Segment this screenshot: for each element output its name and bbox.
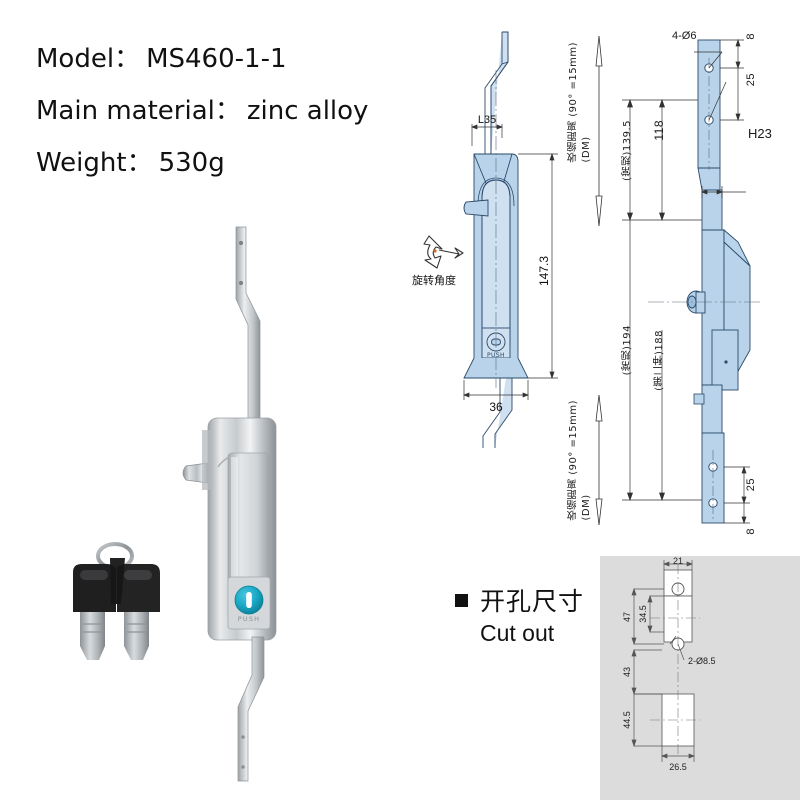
- hole-callout-leader: [694, 51, 727, 121]
- retract-top-label-line2: (DM): [581, 136, 592, 163]
- keys-photo: [55, 528, 190, 673]
- dim-26-5: [661, 746, 695, 762]
- retract-top-arrow: [592, 35, 606, 227]
- upper-rod-hole-1: [238, 240, 244, 246]
- bullet-square-icon: [455, 593, 468, 607]
- product-photo: PUSH: [180, 225, 380, 785]
- lower-rod-hole-2: [241, 765, 245, 769]
- key-left-blade: [80, 612, 105, 660]
- key-left: [73, 564, 116, 660]
- cutout-heading: 开孔尺寸 Cut out: [455, 582, 584, 647]
- keyhole-slot: [246, 592, 252, 608]
- front-view-dimension-lines: [612, 30, 712, 530]
- dim-147-3-text: 147.3: [537, 256, 551, 286]
- dim-edge-top: [720, 38, 744, 70]
- dim-edge-top-text: 8: [745, 33, 757, 40]
- retract-top-label-line1: 收缩距离 (90° =15mm): [568, 42, 579, 163]
- dim-26-5-text: 26.5: [669, 762, 687, 772]
- lock-cam: [182, 462, 209, 484]
- dim-36: [463, 380, 529, 400]
- key-right-blade: [124, 612, 149, 660]
- key-left-head-hole: [80, 570, 108, 580]
- dim-bottom-group: [724, 465, 750, 525]
- retract-bottom-arrow: [592, 394, 606, 526]
- spec-line-model: Model：MS460-1-1: [36, 46, 456, 72]
- dim-pitch-bottom-text: 25: [745, 478, 757, 492]
- dim-44-5-text: 44.5: [622, 711, 632, 729]
- dim-43-text: 43: [622, 667, 632, 677]
- spec-line-material: Main material：zinc alloy: [36, 98, 456, 124]
- retract-bottom-label-group: 收缩距离 (90° =15mm) (DM): [566, 400, 592, 520]
- screw-dot: [724, 360, 728, 364]
- dim-edge-bottom-label: 8: [745, 528, 757, 535]
- key-right-head-hole: [124, 570, 152, 580]
- side-view-push-label: PUSH: [487, 352, 505, 359]
- spec-line-weight: Weight：530g: [36, 150, 456, 176]
- dim-43: [631, 648, 662, 696]
- spec-value-material: zinc alloy: [246, 96, 369, 126]
- rotation-arrow-icon: [415, 230, 467, 272]
- rotation-angle-label: 旋转角度: [412, 274, 456, 287]
- upper-rod: [235, 226, 261, 422]
- dim-L35-text: L35: [478, 114, 496, 126]
- retract-top-label-group: 收缩距离 (90° =15mm) (DM): [566, 42, 592, 162]
- side-view-drawing: PUSH L35 147.3 36: [462, 28, 572, 448]
- key-left-teeth: [83, 623, 102, 633]
- push-label: PUSH: [238, 615, 261, 623]
- hole-callout-text: 4-Ø6: [672, 30, 697, 42]
- dim-edge-bottom-text: 8: [745, 528, 757, 535]
- dim-pitch-bottom-label: 25: [745, 478, 757, 491]
- spec-label-material: Main material：: [36, 96, 241, 126]
- cutout-hole-callout-text: 2-Ø8.5: [688, 656, 716, 666]
- dim-h23-text: H23: [748, 126, 772, 141]
- upper-rod-hole-2: [238, 280, 244, 286]
- dim-147-3: [518, 152, 558, 380]
- dim-pitch-top: [720, 68, 744, 122]
- product-spec-block: Model：MS460-1-1 Main material：zinc alloy…: [36, 46, 456, 202]
- dim-36-text: 36: [489, 400, 503, 414]
- front-view-drawing: [648, 30, 800, 540]
- lower-rod: [237, 636, 265, 782]
- spec-value-model: MS460-1-1: [146, 44, 287, 74]
- cutout-diagram-panel: 21 47 34.5 2-Ø8.5 43: [600, 556, 800, 800]
- dim-44-5: [631, 693, 662, 748]
- dim-L35: [471, 124, 503, 146]
- spec-label-model: Model：: [36, 44, 141, 74]
- lower-rod-hole-1: [241, 735, 245, 739]
- dim-21-text: 21: [673, 556, 683, 566]
- dim-34-5: [647, 594, 664, 634]
- dim-h23-leader: [701, 186, 746, 198]
- dim-pitch-top-text: 25: [745, 73, 757, 87]
- dim-47-text: 47: [622, 612, 632, 622]
- cutout-heading-en: Cut out: [480, 620, 555, 646]
- key-right-teeth: [127, 623, 146, 633]
- cutout-heading-cn: 开孔尺寸: [480, 587, 585, 616]
- dim-21: [663, 560, 693, 570]
- dim-47: [631, 587, 664, 646]
- dim-34-5-text: 34.5: [638, 605, 648, 623]
- dim-edge-top-label: 8: [745, 33, 757, 40]
- spec-value-weight: 530g: [158, 148, 225, 178]
- key-right: [117, 564, 160, 660]
- retract-bottom-label-line2: (DM): [581, 494, 592, 521]
- spec-label-weight: Weight：: [36, 148, 153, 178]
- cutout-hole-callout-leader: [669, 635, 685, 661]
- retract-bottom-label-line1: 收缩距离 (90° =15mm): [568, 400, 579, 521]
- handle-highlight: [231, 457, 238, 617]
- lock-barrel: [202, 430, 212, 490]
- key-overlap-shaft: [110, 558, 125, 604]
- dim-pitch-top-label: 25: [745, 73, 757, 86]
